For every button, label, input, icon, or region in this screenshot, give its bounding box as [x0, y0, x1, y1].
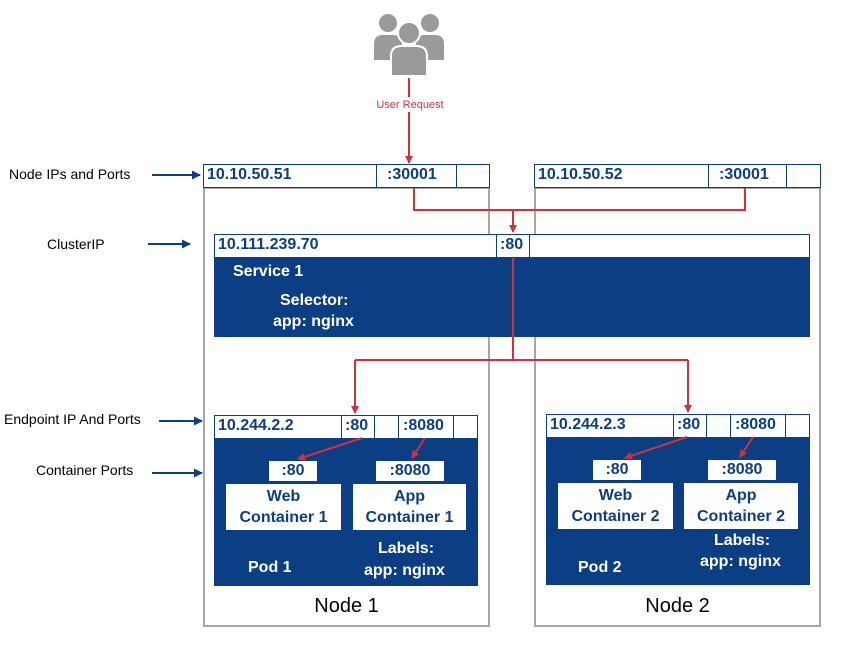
pod-1-ip-bar: 10.244.2.2 :80 :8080 — [214, 415, 478, 439]
pod-1-box: :80 Web Container 1 :8080 App Container … — [214, 438, 478, 586]
pod-2-port-to-web-arrow — [624, 436, 688, 460]
service-selector-value: app: nginx — [273, 313, 354, 330]
pod-1-web-name-2: Container 1 — [239, 509, 328, 526]
pod-2-name: Pod 2 — [578, 559, 622, 576]
cluster-ip-value: 10.111.239.70 — [218, 236, 319, 253]
node-1-port-spare — [456, 165, 490, 187]
pod-1-labels-title: Labels: — [378, 540, 435, 557]
node-2-port: :30001 — [708, 165, 786, 187]
pod-2-app-port: :8080 — [707, 459, 777, 481]
endpoint-label: Endpoint IP And Ports — [4, 411, 141, 427]
pod-1-port-8080: :8080 — [398, 416, 454, 438]
pod-2-ip-bar: 10.244.2.3 :80 :8080 — [546, 414, 810, 438]
pod-1-labels-value: app: nginx — [364, 562, 445, 579]
pod-2-web-port: :80 — [592, 459, 642, 481]
node-1-port: :30001 — [376, 165, 456, 187]
pod-1-port-to-web-arrow — [297, 437, 363, 461]
pod-2-labels-value: app: nginx — [700, 553, 781, 570]
pod-2-box: :80 Web Container 2 :8080 App Container … — [546, 437, 810, 585]
service-selector-label: Selector: — [280, 292, 349, 309]
cluster-ip-label: ClusterIP — [47, 236, 105, 252]
pod-1-web-container: Web Container 1 — [226, 484, 341, 530]
pod-2-web-name: Web — [598, 487, 633, 504]
pod-2-app-name-2: Container 2 — [696, 508, 785, 525]
node-2-ip-bar: 10.10.50.52 :30001 — [534, 164, 821, 188]
pod-2-labels-title: Labels: — [714, 532, 771, 549]
service-name: Service 1 — [233, 263, 304, 280]
pod-1-app-port: :8080 — [375, 460, 445, 482]
pod-2-app-name: App — [725, 487, 757, 504]
node-1-ip: 10.10.50.51 — [207, 166, 292, 183]
node-2-label: Node 2 — [645, 595, 710, 617]
pod-1-web-port: :80 — [268, 460, 318, 482]
cluster-ip-port: :80 — [496, 235, 530, 257]
pod-1-ip: 10.244.2.2 — [218, 417, 294, 434]
node-2-ip: 10.10.50.52 — [538, 166, 623, 183]
users-group-icon — [374, 14, 444, 77]
pod-1-name: Pod 1 — [248, 559, 292, 576]
pod-2-app-port-arrow — [739, 436, 754, 458]
pod-2-port-8080: :8080 — [730, 415, 786, 437]
pod-1-app-name-2: Container 1 — [365, 509, 454, 526]
pod-1-web-name: Web — [266, 488, 301, 505]
node-1-ip-bar: 10.10.50.51 :30001 — [203, 164, 490, 188]
pod-2-web-name-2: Container 2 — [571, 508, 660, 525]
node-2-port-spare — [786, 165, 821, 187]
pod-1-app-port-arrow — [411, 437, 426, 459]
node-ips-label: Node IPs and Ports — [9, 166, 131, 182]
pod-1-app-name: App — [393, 488, 426, 505]
node-1-label: Node 1 — [314, 595, 379, 617]
pod-1-app-container: App Container 1 — [353, 484, 466, 530]
pod-2-port-80: :80 — [673, 415, 707, 437]
pod-2-ip: 10.244.2.3 — [550, 416, 626, 433]
node-1-to-service-line — [413, 188, 746, 211]
pod-2-web-container: Web Container 2 — [558, 483, 673, 529]
pod-1-port-80: :80 — [341, 416, 375, 438]
user-request-label: User Request — [376, 99, 444, 111]
cluster-ip-bar: 10.111.239.70 :80 — [214, 234, 810, 258]
container-ports-label: Container Ports — [36, 462, 134, 478]
pod-2-app-container: App Container 2 — [684, 483, 798, 529]
